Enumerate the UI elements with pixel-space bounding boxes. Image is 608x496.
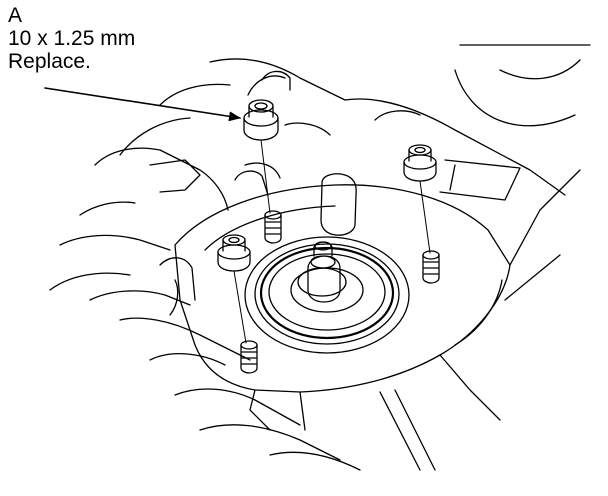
alignment-guides — [233, 139, 431, 344]
stud-lower-left — [240, 340, 258, 374]
callout-note: Replace. — [8, 50, 91, 73]
callout-size: 10 x 1.25 mm — [8, 27, 136, 50]
flange-nut-left — [217, 234, 251, 272]
strut-mount-rings — [244, 236, 410, 354]
strut-shaft — [307, 241, 341, 303]
lower-structure-outlines — [249, 169, 581, 471]
stud-right — [422, 250, 440, 284]
callout-leader-arrow — [44, 87, 241, 122]
callout-letter: A — [8, 4, 23, 27]
flange-nut-right — [403, 144, 437, 182]
flange-nut-a — [243, 99, 279, 141]
stud-upper-left — [264, 210, 282, 244]
callout-label-a: A 10 x 1.25 mm Replace. — [8, 4, 135, 73]
strut-tower-plate — [174, 173, 511, 393]
background-body-outlines — [49, 44, 591, 471]
